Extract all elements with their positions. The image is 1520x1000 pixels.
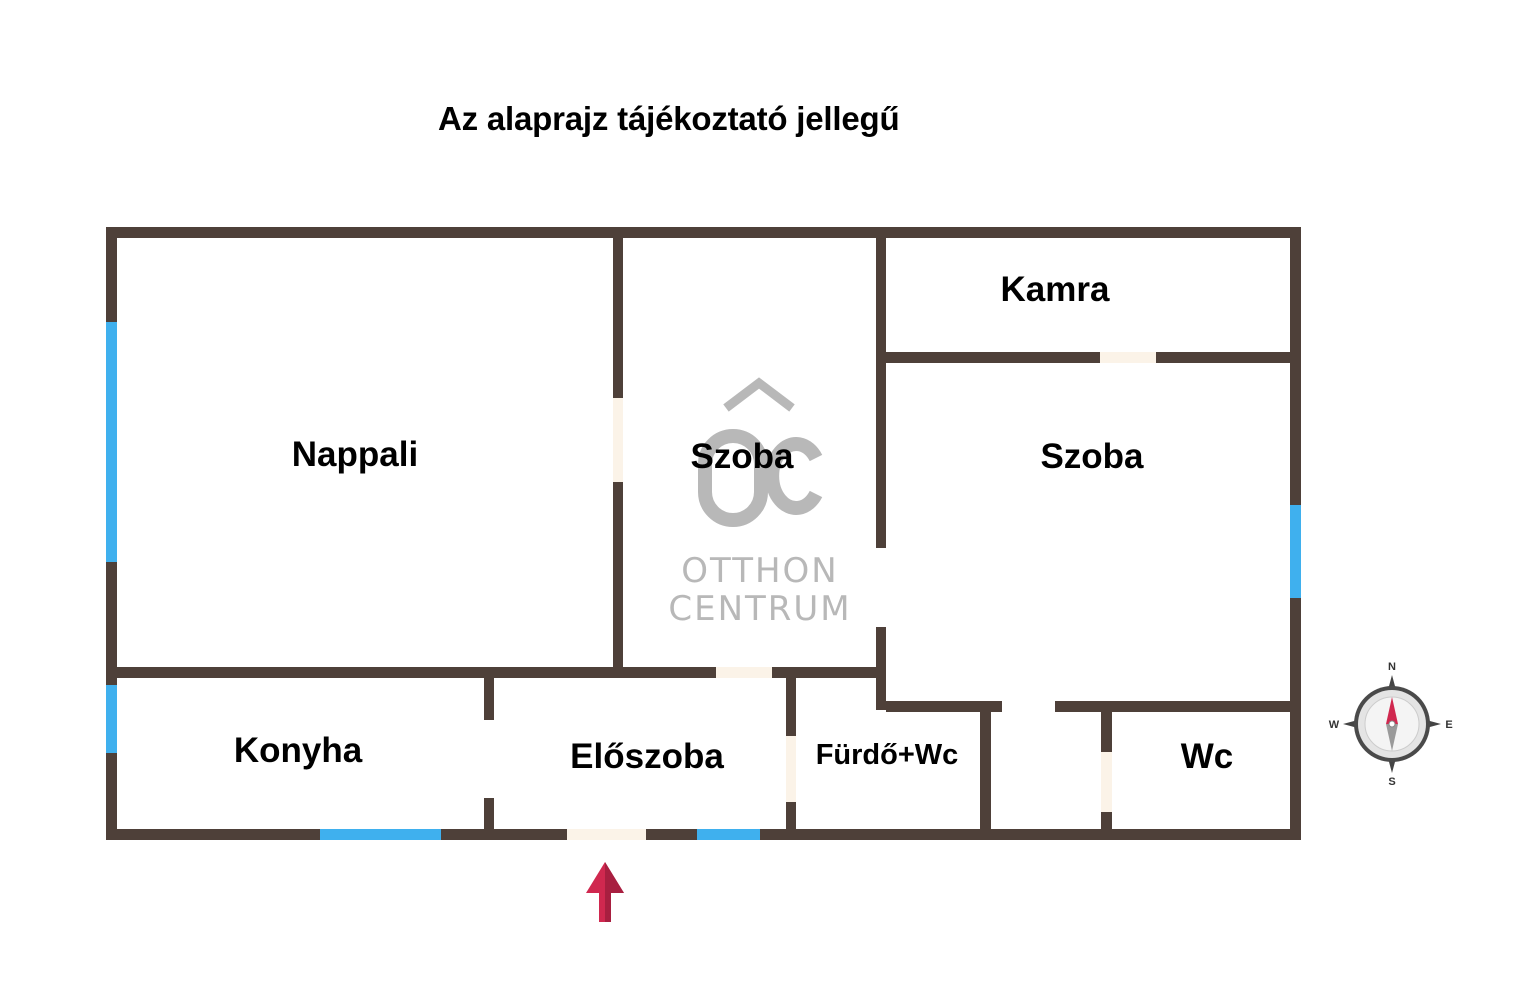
compass-east: E <box>1445 719 1452 731</box>
room-label-konyha: Konyha <box>234 731 363 770</box>
window-szoba-right <box>1290 505 1301 598</box>
room-label-furdo: Fürdő+Wc <box>816 739 959 771</box>
room-label-szoba-left: Szoba <box>690 437 794 476</box>
watermark-logo: OTTHON CENTRUM <box>668 377 851 629</box>
doors <box>567 352 1156 840</box>
wall-konyha-eloszoba-bottom <box>484 798 494 829</box>
window-konyha-bottom <box>320 829 441 840</box>
compass-west: W <box>1329 719 1340 731</box>
entrance-arrow-icon <box>586 862 624 922</box>
room-label-kamra: Kamra <box>1001 270 1110 309</box>
wall-bath-top-left <box>886 701 1002 712</box>
compass-north: N <box>1388 661 1396 673</box>
wall-konyha-eloszoba-top <box>484 678 494 720</box>
disclaimer-title: Az alaprajz tájékoztató jellegű <box>438 100 900 137</box>
wall-row-divider <box>117 667 886 678</box>
compass-south: S <box>1388 776 1395 788</box>
door-szoba-eloszoba <box>716 667 772 678</box>
window-konyha-side <box>106 685 117 753</box>
compass-rose-icon: N E S W <box>1329 661 1453 788</box>
door-furdo <box>786 736 796 802</box>
wall-szoba-kamra <box>876 238 886 548</box>
watermark-c-icon <box>765 437 823 515</box>
wall-furdo-hall <box>980 701 991 829</box>
room-label-wc: Wc <box>1181 737 1234 776</box>
door-wc <box>1101 752 1112 812</box>
room-label-nappali: Nappali <box>292 435 418 474</box>
door-nappali-szoba <box>613 398 623 482</box>
compass-needle-south <box>1386 724 1398 751</box>
windows <box>106 322 1301 840</box>
watermark-o-icon <box>698 429 768 527</box>
window-eloszoba-bottom <box>697 829 760 840</box>
window-nappali <box>106 322 117 562</box>
wall-kamra-bottom <box>886 352 1290 363</box>
room-labels: Nappali Szoba Szoba Kamra Konyha Előszob… <box>234 270 1233 776</box>
wall-bath-top-right <box>1055 701 1290 712</box>
outer-wall-top <box>106 227 1301 238</box>
compass-needle-north <box>1386 697 1398 724</box>
room-label-szoba-right: Szoba <box>1040 437 1144 476</box>
watermark-line2: CENTRUM <box>668 589 851 629</box>
door-entrance <box>567 829 646 840</box>
door-kamra <box>1100 352 1156 363</box>
watermark-chevron-icon <box>723 377 795 412</box>
watermark-line1: OTTHON <box>681 551 838 591</box>
room-label-eloszoba: Előszoba <box>570 737 724 776</box>
